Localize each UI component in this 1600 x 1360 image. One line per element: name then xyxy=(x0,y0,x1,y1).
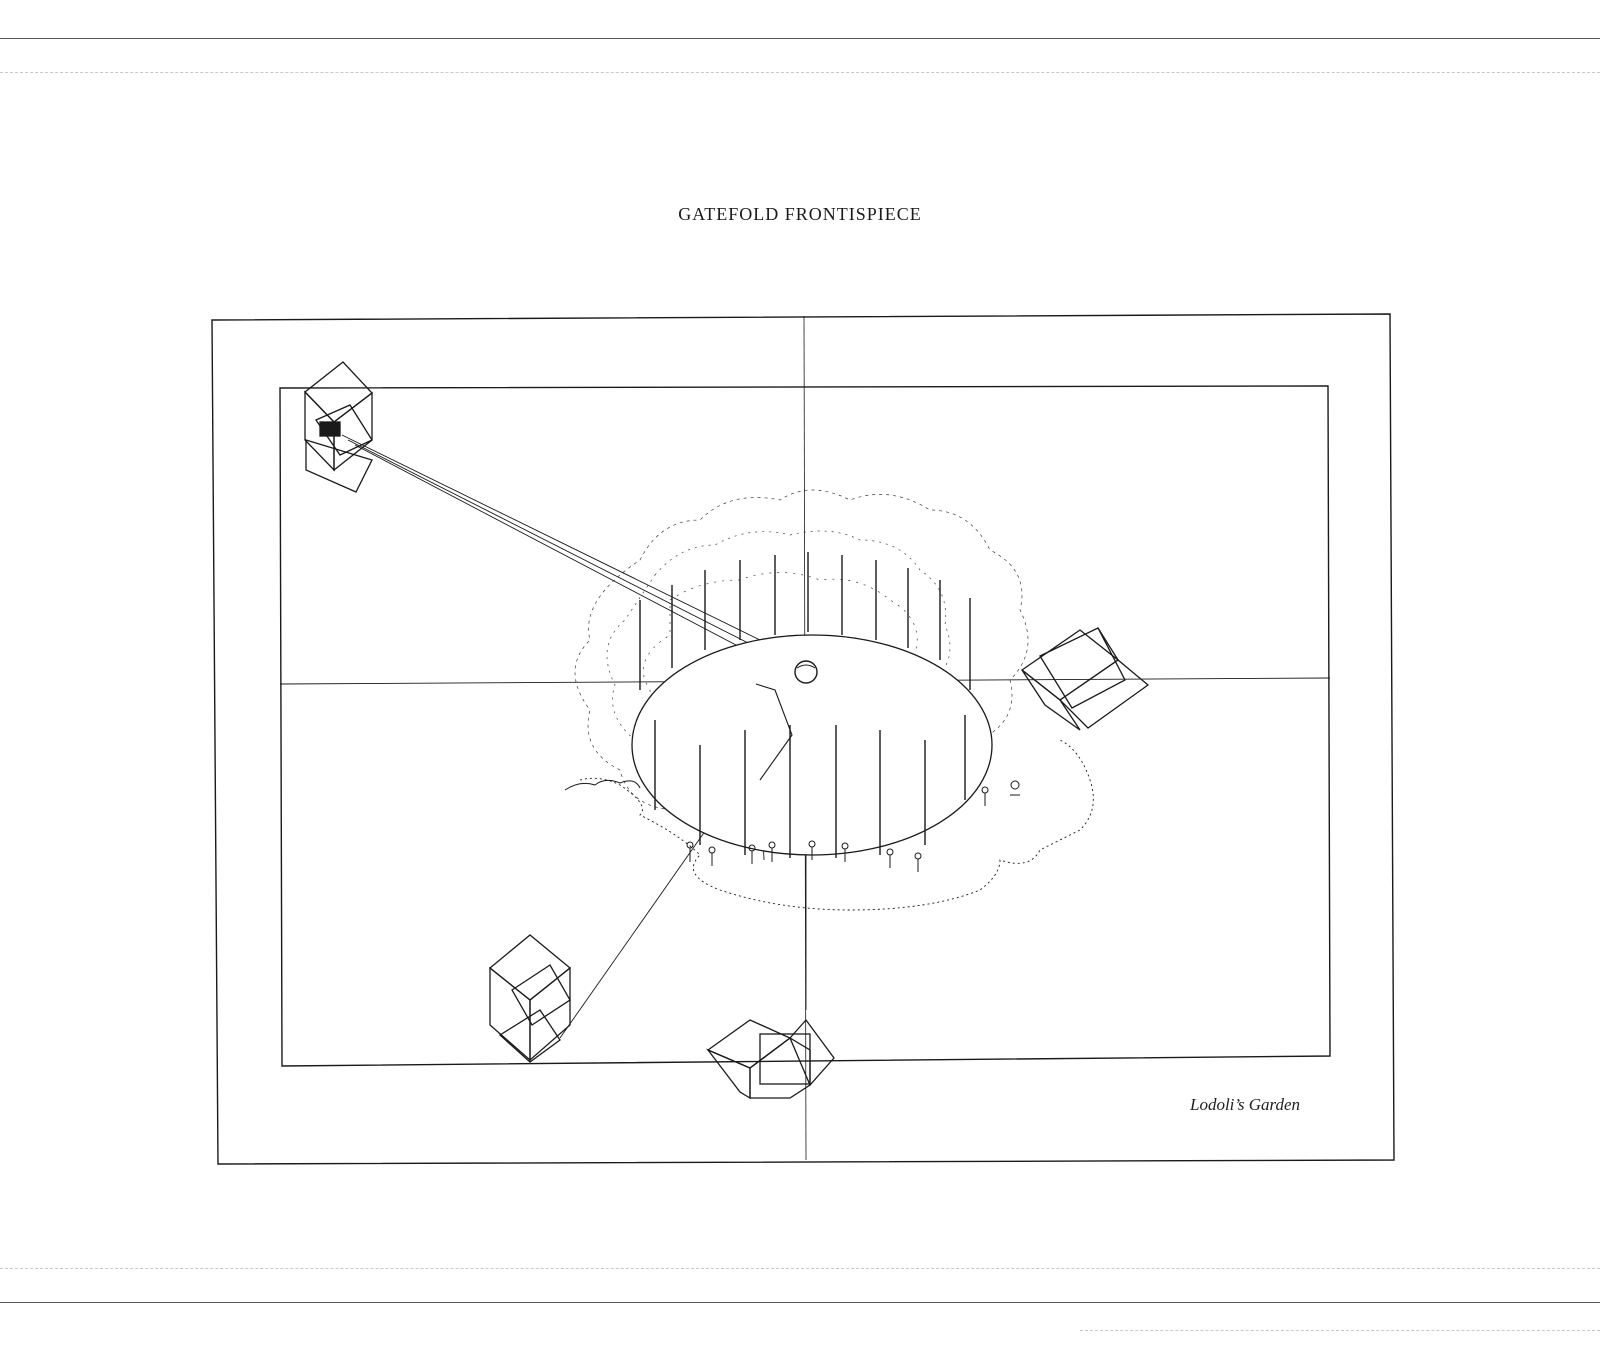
inner-frame xyxy=(279,385,1331,1067)
page-title: GATEFOLD FRONTISPIECE xyxy=(678,204,922,224)
cube-right xyxy=(1020,627,1150,731)
top-edge-rule xyxy=(0,38,1600,39)
cube-top-left xyxy=(304,361,373,493)
bottom-fragment-rule xyxy=(1080,1330,1600,1331)
bottom-edge-rule xyxy=(0,1302,1600,1303)
bottom-dotted-rule xyxy=(0,1268,1600,1269)
outer-frame xyxy=(211,313,1395,1165)
drawing-caption: Lodoli’s Garden xyxy=(1190,1095,1301,1114)
cube-bottom-left xyxy=(488,934,572,1063)
top-dotted-rule xyxy=(0,72,1600,73)
tree-grove xyxy=(564,489,1094,911)
sphere xyxy=(794,660,818,684)
cube-bottom-center xyxy=(705,1018,835,1100)
